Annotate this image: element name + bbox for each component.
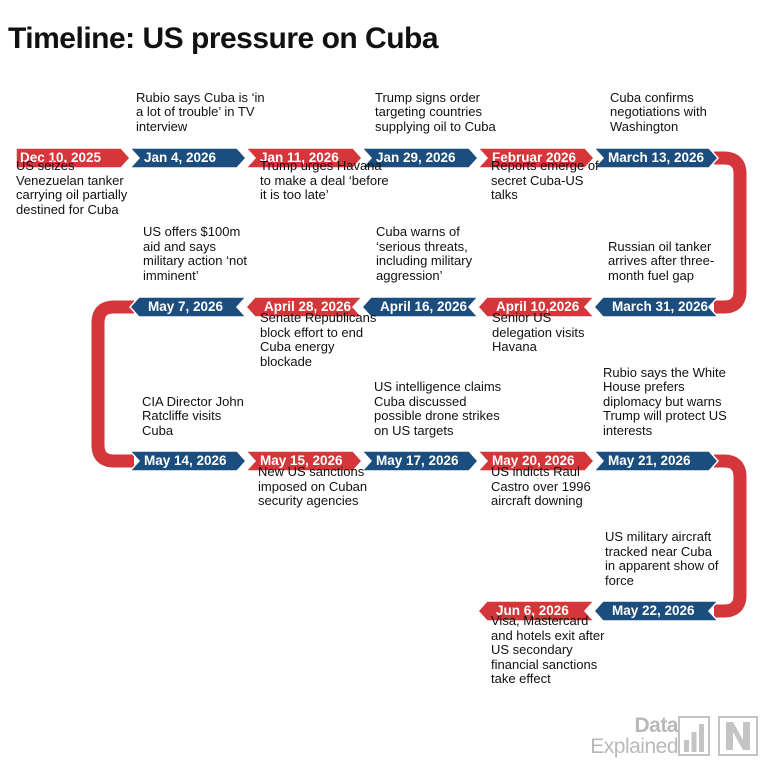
timeline-arrow <box>476 147 596 169</box>
event-note-16: US military aircraft tracked near Cuba i… <box>605 529 719 588</box>
event-date-label: April 10,2026 <box>496 299 580 314</box>
event-date-label: Februar 2026 <box>492 150 577 165</box>
event-note-7: Senior US delegation visits Havana <box>492 310 585 354</box>
track-turn-left <box>91 300 134 468</box>
timeline-arrow <box>244 296 364 318</box>
event-note-4: Reports emerge of secret Cuba-US talks <box>491 158 599 202</box>
event-note-13: US intelligence claims Cuba discussed po… <box>374 379 502 438</box>
event-date-label: April 28, 2026 <box>264 299 352 314</box>
event-note-11: CIA Director John Ratcliffe visits Cuba <box>142 393 244 438</box>
event-note-10: US offers $100m aid and says military ac… <box>143 224 248 283</box>
timeline-arrow <box>244 147 364 169</box>
event-date-label: Jan 4, 2026 <box>144 150 217 165</box>
logo-word-data: Data <box>634 714 678 737</box>
logo-word-explained: Explained <box>590 735 678 758</box>
event-note-8: Cuba warns of ‘serious threats, includin… <box>376 224 473 283</box>
track-turn-right-2 <box>714 454 747 618</box>
event-date-label: May 15, 2026 <box>260 453 343 468</box>
event-date-label: March 31, 2026 <box>612 299 709 314</box>
event-note-9: Senate Republicans block effort to end C… <box>260 310 377 369</box>
data-explained-logo: Data Explained <box>578 714 764 758</box>
timeline-arrow <box>592 450 720 472</box>
event-date-label: May 14, 2026 <box>144 453 227 468</box>
event-note-6: Russian oil tanker arrives after three-m… <box>608 238 715 283</box>
timeline-arrow <box>128 296 248 318</box>
timeline-arrow <box>360 296 480 318</box>
event-date-label: Jun 6, 2026 <box>496 603 569 618</box>
event-note-3: Trump signs order targeting countries su… <box>375 89 496 134</box>
timeline-arrow <box>476 600 596 622</box>
event-date-label: May 22, 2026 <box>612 603 695 618</box>
event-note-0: US seizes Venezuelan tanker carrying oil… <box>16 158 128 217</box>
event-date-label: Jan 11, 2026 <box>260 150 339 165</box>
timeline-arrow <box>15 147 132 169</box>
timeline-arrow <box>476 450 596 472</box>
event-date-label: May 21, 2026 <box>608 453 691 468</box>
event-note-5: Cuba confirms negotiations with Washingt… <box>610 89 707 134</box>
event-note-2: Trump urges Havana to make a deal ‘befor… <box>260 158 389 202</box>
timeline-arrow <box>244 450 364 472</box>
timeline-arrow <box>360 450 480 472</box>
event-note-17: Visa, Mastercard and hotels exit after U… <box>491 613 605 686</box>
event-note-15: Rubio says the White House prefers diplo… <box>603 364 727 438</box>
event-date-label: May 7, 2026 <box>148 299 224 314</box>
event-note-1: Rubio says Cuba is ‘in a lot of trouble’… <box>136 89 265 134</box>
event-date-label: May 20, 2026 <box>492 453 575 468</box>
bar-chart-icon <box>678 716 710 756</box>
event-note-14: US indicts Raul Castro over 1996 aircraf… <box>491 464 591 508</box>
event-date-label: Jan 29, 2026 <box>376 150 456 165</box>
event-date-label: March 13, 2026 <box>608 150 705 165</box>
timeline-arrow <box>360 147 480 169</box>
event-date-label: May 17, 2026 <box>376 453 459 468</box>
timeline-arrow <box>128 147 248 169</box>
event-date-label: April 16, 2026 <box>380 299 468 314</box>
track-turn-right-1 <box>714 151 747 314</box>
timeline-arrow <box>476 296 596 318</box>
timeline-arrow <box>592 296 720 318</box>
event-note-12: New US sanctions imposed on Cuban securi… <box>258 464 368 508</box>
event-date-label: Dec 10, 2025 <box>20 150 102 165</box>
timeline-arrow <box>592 600 720 622</box>
n-logo-icon <box>718 716 758 756</box>
page-title: Timeline: US pressure on Cuba <box>8 22 439 55</box>
timeline-arrow <box>592 147 720 169</box>
timeline-arrow <box>128 450 248 472</box>
